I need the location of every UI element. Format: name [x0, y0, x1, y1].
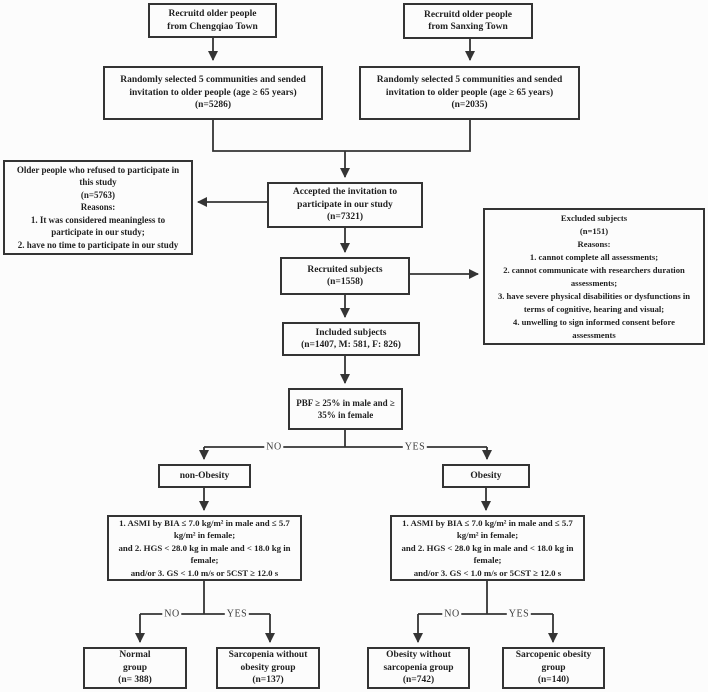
node-obesity: Obesity	[442, 464, 530, 488]
node-invitation-chengqiao: Randomly selected 5 communities and send…	[103, 66, 323, 120]
node-non-obesity: non-Obesity	[158, 464, 251, 488]
node-sarcopenic-obesity-group: Sarcopenic obesity group (n=140)	[502, 647, 605, 689]
node-refused-subjects: Older people who refused to participate …	[3, 160, 193, 255]
node-sarcopenia-without-obesity-group: Sarcopenia without obesity group (n=137)	[216, 647, 320, 689]
branch-label-no-obesity-split: NO	[264, 441, 284, 453]
connector-criteriaright-branch	[418, 581, 553, 615]
connector-pbf-branch	[204, 430, 487, 448]
branch-label-yes-right-split: YES	[506, 608, 532, 620]
node-obesity-without-sarcopenia-group: Obesity without sarcopenia group (n=742)	[367, 647, 470, 689]
node-pbf-criterion: PBF ≥ 25% in male and ≥ 35% in female	[288, 388, 403, 430]
branch-label-yes-obesity-split: YES	[402, 441, 428, 453]
branch-label-yes-left-split: YES	[224, 608, 250, 620]
node-invitation-sanxing: Randomly selected 5 communities and send…	[359, 66, 580, 120]
node-accepted-invitation: Accepted the invitation to participate i…	[267, 182, 423, 228]
node-excluded-subjects: Excluded subjects (n=151) Reasons: 1. ca…	[483, 208, 705, 345]
node-sarcopenia-criteria-left: 1. ASMI by BIA ≤ 7.0 kg/m² in male and ≤…	[107, 515, 302, 581]
node-recruited-subjects: Recruited subjects (n=1558)	[280, 257, 410, 295]
branch-label-no-left-split: NO	[162, 608, 182, 620]
connector-merge-invites	[212, 120, 471, 152]
node-recruit-sanxing: Recruitd older people from Sanxing Town	[403, 3, 533, 39]
branch-label-no-right-split: NO	[442, 608, 462, 620]
node-sarcopenia-criteria-right: 1. ASMI by BIA ≤ 7.0 kg/m² in male and ≤…	[390, 515, 585, 581]
node-included-subjects: Included subjects (n=1407, M: 581, F: 82…	[282, 322, 420, 356]
connector-criterialeft-branch	[140, 581, 270, 615]
node-recruit-chengqiao: Recruitd older people from Chengqiao Tow…	[148, 3, 277, 38]
node-normal-group: Normal group (n= 388)	[83, 647, 187, 689]
